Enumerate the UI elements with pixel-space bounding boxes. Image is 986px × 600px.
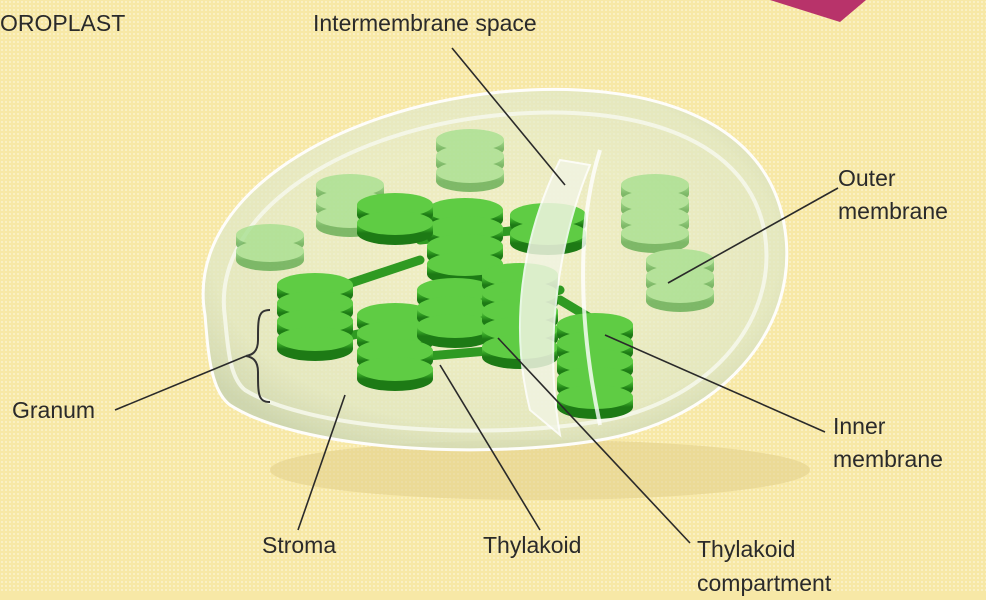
label-intermembrane-space: Intermembrane space <box>313 10 537 37</box>
label-inner-membrane-line2: membrane <box>833 443 943 476</box>
label-granum: Granum <box>12 397 95 424</box>
label-thylakoid: Thylakoid <box>483 532 581 559</box>
label-outer-membrane-line1: Outer <box>838 162 948 195</box>
label-thylakoid-compartment-line2: compartment <box>697 566 831 600</box>
label-outer-membrane-line2: membrane <box>838 195 948 228</box>
label-thylakoid-compartment-line1: Thylakoid <box>697 532 831 566</box>
label-inner-membrane: Inner membrane <box>833 410 943 476</box>
title-fragment: OROPLAST <box>0 10 125 37</box>
label-thylakoid-compartment: Thylakoid compartment <box>697 532 831 600</box>
shadow <box>270 440 810 500</box>
label-stroma: Stroma <box>262 532 336 559</box>
label-inner-membrane-line1: Inner <box>833 410 943 443</box>
corner-accent-shape <box>770 0 866 22</box>
label-outer-membrane: Outer membrane <box>838 162 948 228</box>
